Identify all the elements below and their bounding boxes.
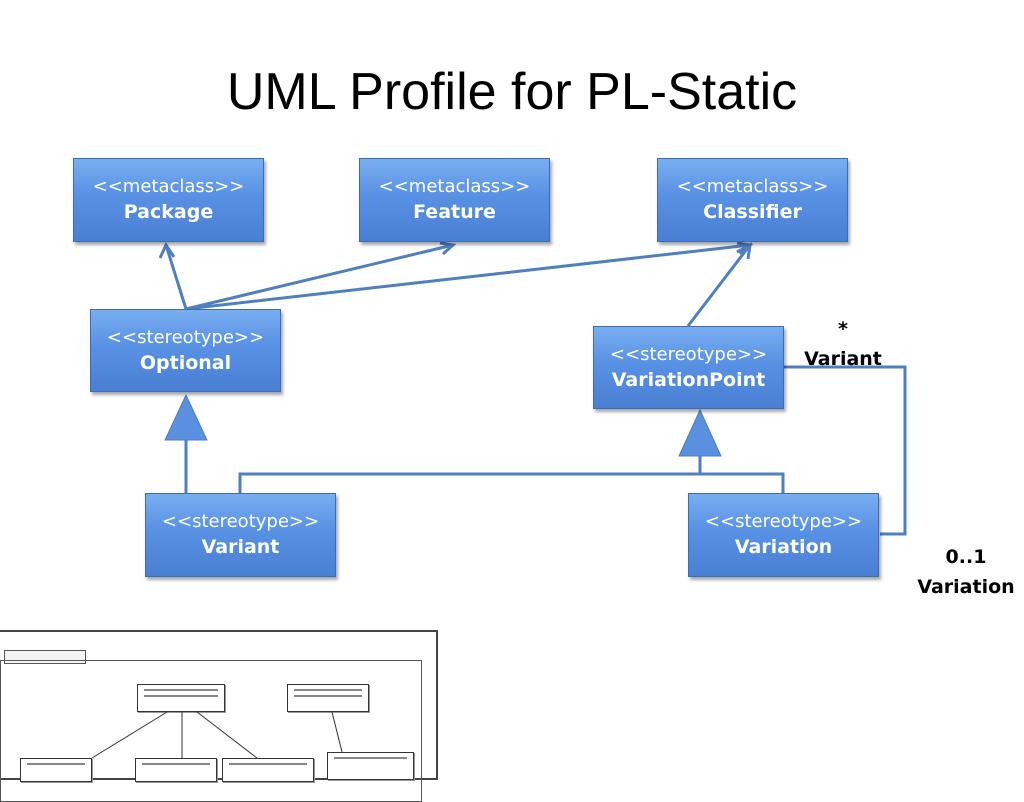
role-label: Variant <box>804 348 882 370</box>
metaclass-package-box[interactable]: <<metaclass>> Package <box>73 158 264 242</box>
stereotype-variationpoint-box[interactable]: <<stereotype>> VariationPoint <box>593 326 784 409</box>
class-name: Package <box>123 201 214 223</box>
metaclass-classifier-box[interactable]: <<metaclass>> Classifier <box>657 158 848 242</box>
stereotype-label: <<stereotype>> <box>704 511 863 532</box>
thumbnail-connectors <box>91 711 343 759</box>
stereotype-label: <<metaclass>> <box>92 176 245 197</box>
stereotype-label: <<metaclass>> <box>378 176 531 197</box>
stereotype-label: <<stereotype>> <box>609 343 768 365</box>
diagram-connectors <box>158 241 907 536</box>
arrowhead-package <box>158 241 176 259</box>
extension-optional-classifier <box>185 243 751 311</box>
role-label: Variation <box>917 576 1015 598</box>
class-name: Variation <box>734 536 833 558</box>
generalization-triangle-variationpoint <box>678 408 722 457</box>
stereotype-label: <<metaclass>> <box>676 176 829 197</box>
class-name: Optional <box>139 351 232 374</box>
class-name: Feature <box>413 201 496 223</box>
stereotype-label: <<stereotype>> <box>161 511 320 532</box>
stereotype-variation-box[interactable]: <<stereotype>> Variation <box>688 493 879 577</box>
class-name: Variant <box>201 536 280 558</box>
multiplicity-label: 0..1 <box>945 546 987 568</box>
association-end-variation: 0..1 Variation <box>914 542 1018 602</box>
slide-title: UML Profile for PL-Static <box>226 63 798 121</box>
arrowhead-classifier-2 <box>736 242 752 260</box>
class-name: Classifier <box>703 201 802 223</box>
embedded-diagram-thumbnail <box>0 630 438 802</box>
arrowhead-feature <box>439 241 457 256</box>
multiplicity-label: * <box>838 318 848 340</box>
association-end-variant: * Variant <box>790 314 896 374</box>
generalization-triangle-optional <box>164 393 208 441</box>
extension-optional-package <box>164 244 188 310</box>
stereotype-variant-box[interactable]: <<stereotype>> Variant <box>145 493 336 577</box>
extension-optional-feature <box>185 243 454 311</box>
metaclass-feature-box[interactable]: <<metaclass>> Feature <box>359 158 550 242</box>
generalization-bus <box>238 472 785 493</box>
thumbnail-box <box>137 684 225 712</box>
thumbnail-box <box>287 684 369 712</box>
association-variant-variation <box>783 365 907 536</box>
extension-variationpoint-classifier <box>686 244 752 327</box>
stereotype-label: <<stereotype>> <box>106 326 265 348</box>
stereotype-optional-box[interactable]: <<stereotype>> Optional <box>90 309 281 392</box>
class-name: VariationPoint <box>611 368 766 391</box>
